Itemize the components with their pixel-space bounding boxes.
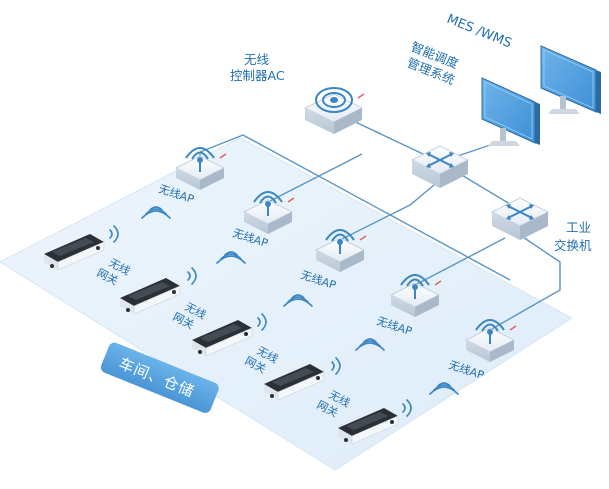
gateway-device-icon — [120, 278, 181, 315]
gateway-device-icon — [192, 320, 253, 357]
gateway-device-icon — [44, 234, 105, 271]
switch-label-line2: 交换机 — [554, 238, 592, 253]
wifi-signal-icon — [109, 225, 119, 243]
mes-wms-label: MES /WMS — [445, 12, 514, 52]
wifi-signal-icon — [141, 206, 171, 219]
gateway-device-icon — [338, 408, 399, 445]
access-point-icon — [314, 229, 367, 272]
switch-icon — [410, 145, 470, 188]
controller-label-line2: 控制器AC — [230, 68, 285, 83]
access-point-icon — [174, 147, 227, 190]
controller-label-line1: 无线 — [244, 52, 270, 67]
switch-label-line1: 工业 — [566, 220, 591, 235]
switch-icon — [490, 197, 550, 240]
wifi-signal-icon — [331, 357, 341, 375]
wifi-signal-icon — [355, 338, 385, 351]
access-point-icon — [464, 319, 517, 362]
wifi-signal-icon — [257, 313, 267, 331]
gateway-device-icon — [264, 364, 325, 401]
wifi-signal-icon — [283, 294, 313, 307]
wifi-signal-icon — [187, 267, 197, 285]
access-point-icon — [242, 191, 295, 234]
monitor-icon — [540, 45, 601, 114]
wifi-signal-icon — [402, 399, 412, 417]
wireless-controller-icon — [303, 87, 365, 134]
wifi-signal-icon — [429, 382, 459, 395]
monitor-icon — [481, 77, 540, 146]
access-point-icon — [389, 274, 442, 317]
wifi-signal-icon — [216, 251, 246, 264]
